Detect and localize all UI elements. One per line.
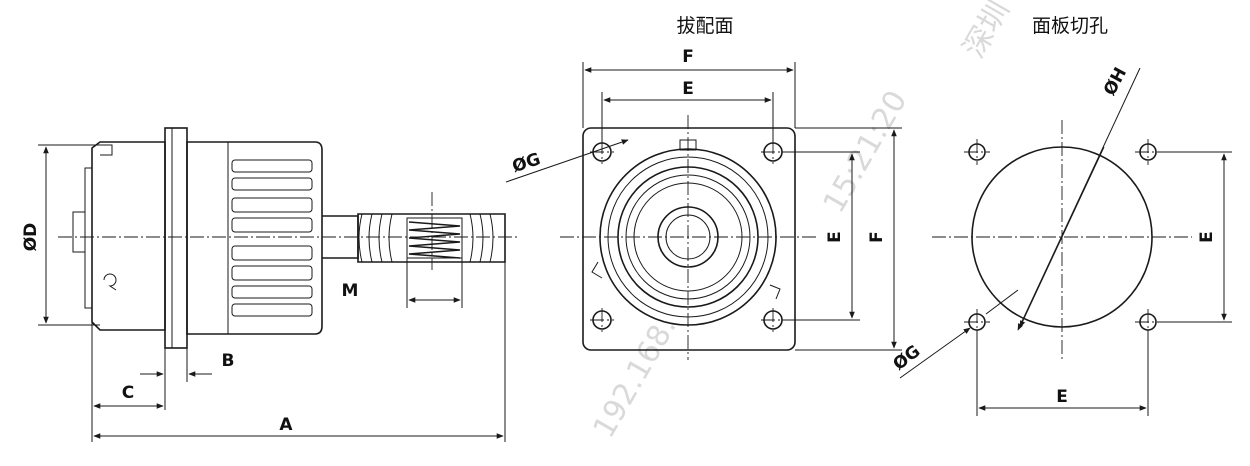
watermark-city: 深圳 xyxy=(957,0,1017,64)
nut-grips xyxy=(231,159,313,317)
shaft-ribs xyxy=(358,213,494,263)
dim-F-top-label: F xyxy=(682,47,694,67)
rear-stub xyxy=(72,211,86,253)
dim-E-cutout-right-label: E xyxy=(1197,231,1217,243)
panel-cutout-title: 面板切孔 xyxy=(1032,15,1108,37)
rear-cap xyxy=(84,167,93,309)
dim-H-label: ØH xyxy=(1100,64,1131,99)
latch xyxy=(100,144,113,156)
square-flange xyxy=(582,127,796,351)
thread xyxy=(408,221,461,259)
dim-D-label: ØD xyxy=(21,223,41,252)
dim-E-top-label: E xyxy=(682,79,694,99)
mounting-holes xyxy=(592,142,783,330)
dim-C-label: C xyxy=(122,383,134,403)
watermark-ip: 192.168. xyxy=(587,311,684,444)
dim-M-label: M xyxy=(342,281,359,301)
mating-face-view: 拔配面 F xyxy=(505,15,902,360)
key-mark xyxy=(103,273,117,291)
dim-G-cutout-label: ØG xyxy=(890,341,925,374)
dim-E-right-label: E xyxy=(825,231,845,243)
dim-B-label: B xyxy=(222,351,235,371)
dim-E-cutout-bottom-label: E xyxy=(1056,387,1068,407)
dim-G-mating-label: ØG xyxy=(510,149,543,177)
thread-zone xyxy=(406,217,463,259)
mating-face-title: 拔配面 xyxy=(676,15,733,37)
coupling-nut xyxy=(186,141,323,335)
side-view: ØD M B C A xyxy=(21,127,520,442)
flange xyxy=(164,127,188,349)
watermark: 192.168. 15:21:20 深圳 xyxy=(587,0,1017,444)
rear-body xyxy=(91,141,166,331)
dim-F-right-label: F xyxy=(867,231,887,243)
panel-cutout-view: 面板切孔 ØH E E ØG xyxy=(890,15,1232,416)
dim-A-label: A xyxy=(279,415,293,435)
